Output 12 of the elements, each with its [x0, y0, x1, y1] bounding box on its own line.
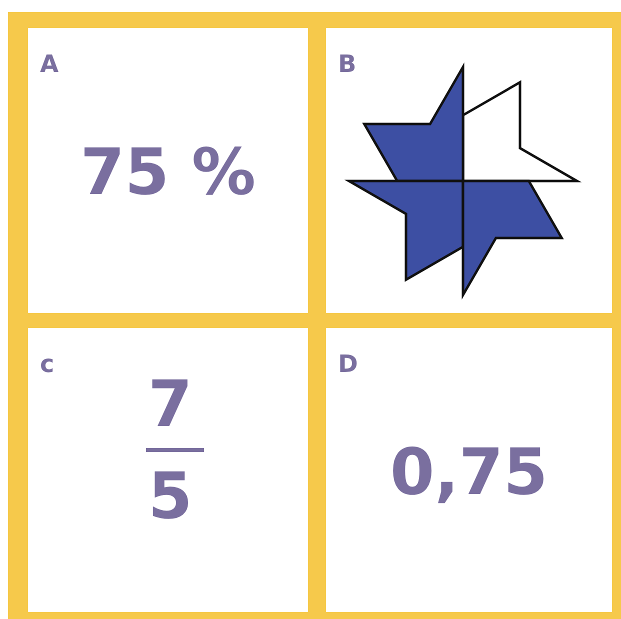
answer-card — [28, 28, 308, 313]
option-letter: D — [338, 350, 358, 378]
option-letter: c — [40, 350, 54, 378]
answer-value: 0,75 — [389, 436, 549, 510]
answer-card — [28, 328, 308, 612]
option-letter: A — [40, 50, 59, 78]
denominator: 5 — [148, 460, 193, 534]
numerator: 7 — [148, 368, 193, 442]
answer-card — [326, 328, 612, 612]
answer-value: 75 % — [79, 136, 257, 210]
option-letter: B — [338, 50, 356, 78]
answer-card — [326, 28, 612, 313]
